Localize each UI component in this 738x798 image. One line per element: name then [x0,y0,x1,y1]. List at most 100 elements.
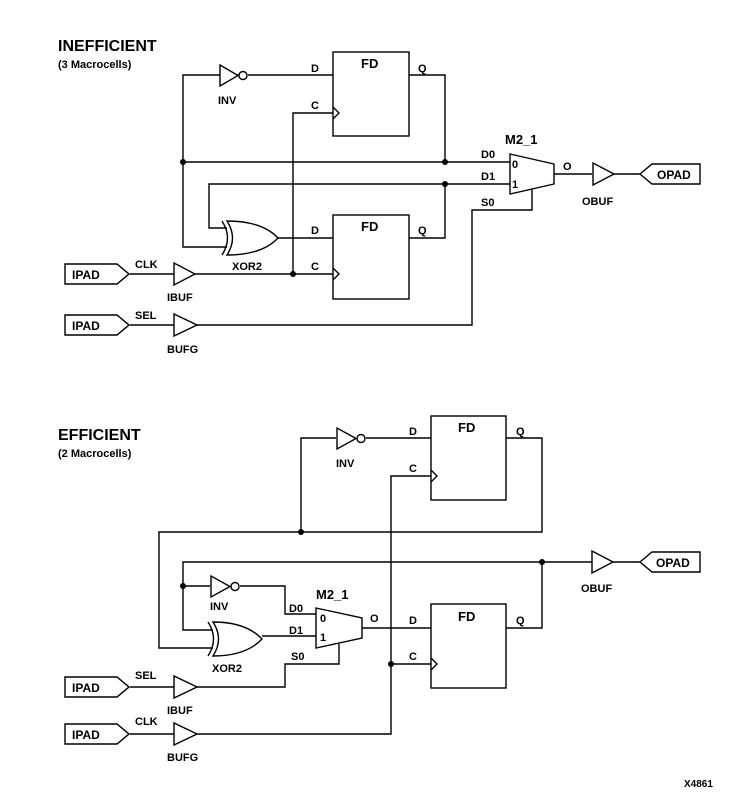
efficient-xor-gate: XOR2 [207,621,263,675]
mux-d1-pin: D1 [481,171,495,183]
clock-edge-icon [430,657,438,671]
ff-d-pin: D [311,225,319,237]
efficient-obuf: OBUF [581,549,615,595]
inefficient-mux: M2_1 0 1 D0 D1 S0 O [481,132,572,209]
mux-in1: 1 [512,179,518,191]
xor-body-icon [225,220,279,256]
inefficient-bufg: BUFG [167,312,199,356]
junction-dot [442,159,448,165]
ff-d-pin: D [409,615,417,627]
ipad-label: IPAD [72,319,100,333]
buffer-triangle-icon [173,674,199,700]
ipad-label: IPAD [72,268,100,282]
wire-clk [197,475,431,735]
ff-q-pin: Q [418,225,427,237]
xor-label: XOR2 [232,261,262,273]
flip-flop-box [332,51,410,137]
wire-output-bus [182,561,593,631]
inverter-bubble-icon [238,70,248,81]
wire-q-top [409,74,510,163]
net-label-sel: SEL [135,310,157,322]
efficient-inv-mid: INV [210,574,240,613]
junction-dot [180,159,186,165]
efficient-ff-bottom: FD D C Q [409,603,525,689]
mux-name: M2_1 [505,132,538,147]
junction-dot [388,661,394,667]
wire-to-xor-lower [158,531,301,649]
ff-d-pin: D [409,426,417,438]
net-label-sel: SEL [135,670,157,682]
inefficient-wires [130,74,640,326]
inefficient-ff-top: FD D C Q [311,51,427,137]
inefficient-junctions [180,159,448,277]
bufg-label: BUFG [167,344,198,356]
wire-q-bottom [409,184,446,239]
flip-flop-box [430,415,507,501]
input-pad-icon [64,263,131,285]
ff-q-pin: Q [418,63,427,75]
junction-dot [298,529,304,535]
clock-edge-icon [332,106,340,120]
inv-label: INV [210,601,229,613]
ff-q-pin: Q [516,615,525,627]
inefficient-ipad-sel: IPAD SEL [64,310,157,336]
efficient-ipad-clk: IPAD CLK [64,716,158,745]
mux-o-pin: O [370,613,379,625]
junction-dot [180,583,186,589]
inefficient-ff-bottom: FD D C Q [311,214,427,300]
ibuf-label: IBUF [167,292,193,304]
ff-c-pin: C [409,651,417,663]
wire-q-bottom [506,562,543,629]
input-pad-icon [64,723,131,745]
inverter-triangle-icon [336,426,358,451]
mux-s0-pin: S0 [291,651,304,663]
inefficient-section: INEFFICIENT (3 Macrocells) [58,38,701,356]
inefficient-opad: OPAD [638,163,701,185]
efficient-section: EFFICIENT (2 Macrocells) [58,415,701,764]
inefficient-title: INEFFICIENT [58,38,157,55]
inefficient-obuf: OBUF [582,161,616,208]
inverter-bubble-icon [230,581,240,592]
ipad-label: IPAD [72,728,100,742]
buffer-triangle-icon [173,261,197,287]
ff-name: FD [458,420,475,435]
flip-flop-box [430,603,507,689]
efficient-mux: M2_1 0 1 D0 D1 S0 O [289,587,379,663]
obuf-label: OBUF [581,583,612,595]
xor-back-arc-icon [221,220,229,256]
efficient-subtitle: (2 Macrocells) [58,448,132,460]
wire-inv-to-d0 [240,585,316,615]
mux-name: M2_1 [316,587,349,602]
obuf-label: OBUF [582,196,613,208]
xor-label: XOR2 [212,663,242,675]
output-pad-icon [638,551,701,573]
wire-clk-top [292,112,333,274]
net-label-clk: CLK [135,716,158,728]
buffer-triangle-icon [591,549,615,575]
flip-flop-box [332,214,410,300]
clock-edge-icon [332,267,340,281]
efficient-bufg: BUFG [167,721,199,764]
inv-label: INV [218,95,237,107]
figure-id: X4861 [684,779,713,790]
inv-label: INV [336,458,355,470]
mux-trapezoid-icon [315,607,363,649]
ff-name: FD [458,609,475,624]
inefficient-ibuf: IBUF [167,261,197,304]
wire-sel [197,188,533,326]
mux-in1: 1 [320,632,326,644]
junction-dot [442,181,448,187]
efficient-ibuf: IBUF [167,674,199,717]
mux-d0-pin: D0 [481,149,495,161]
wire-d1-bus [208,183,510,229]
output-pad-icon [638,163,701,185]
ibuf-label: IBUF [167,705,193,717]
efficient-opad: OPAD [638,551,701,573]
ff-c-pin: C [311,100,319,112]
wire-sel [197,644,340,688]
mux-o-pin: O [563,161,572,173]
mux-d1-pin: D1 [289,625,303,637]
xor-body-icon [211,621,263,657]
inefficient-ipad-clk: IPAD CLK [64,259,158,285]
